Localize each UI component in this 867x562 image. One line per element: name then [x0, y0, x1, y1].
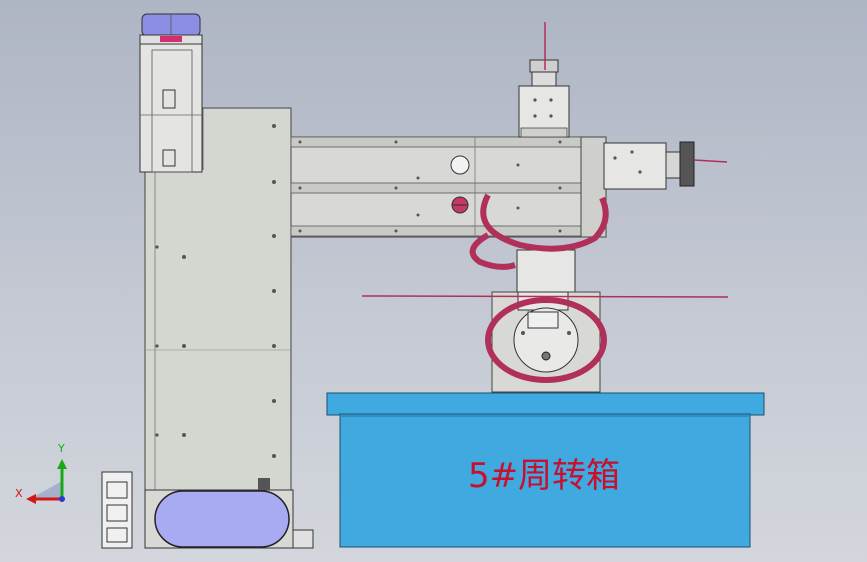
cable-loops [469, 193, 609, 383]
arm-screws [298, 140, 562, 233]
turnover-box-label: 5#周转箱 [467, 456, 621, 496]
axis-triad [26, 459, 67, 504]
motor-assembly [139, 13, 203, 173]
turnover-box [326, 392, 765, 548]
axis-y-label: Y [58, 442, 65, 455]
end-effector [603, 141, 728, 190]
top-block [518, 22, 570, 138]
column-holes [155, 124, 276, 458]
rotary-base [361, 249, 729, 393]
base-assembly [101, 471, 314, 549]
horizontal-arm [290, 136, 607, 238]
axis-x-label: X [15, 487, 23, 500]
